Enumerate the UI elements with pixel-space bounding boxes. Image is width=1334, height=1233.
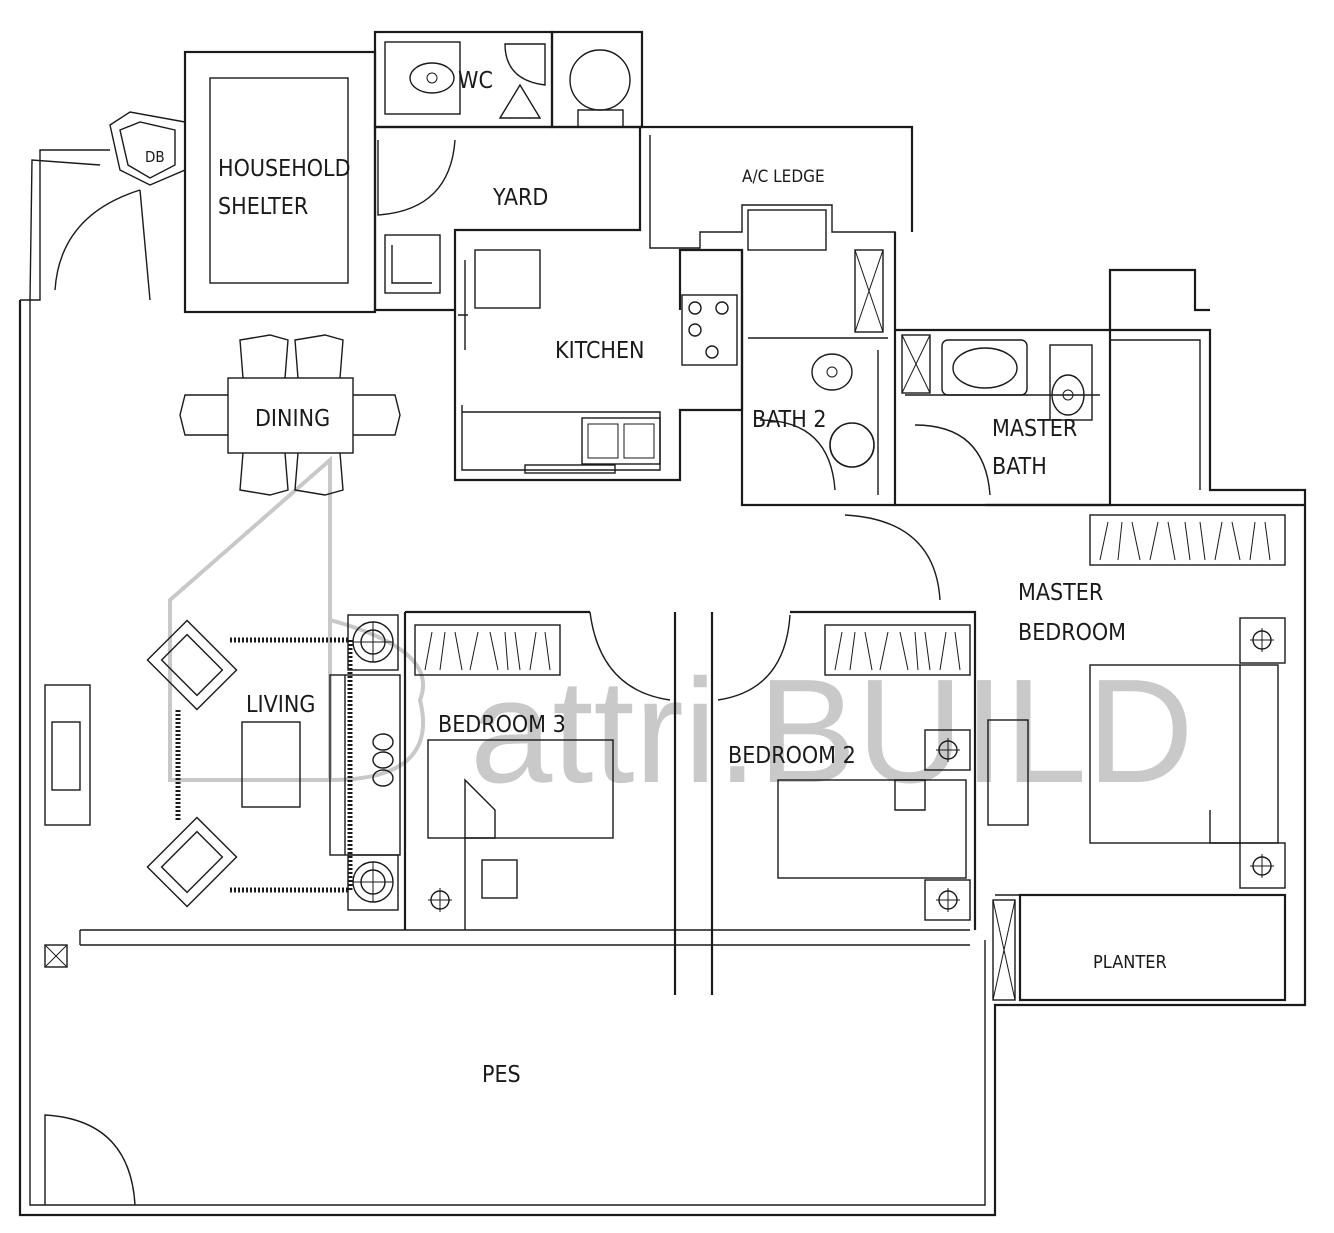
bedroom3-bed-icon: [427, 739, 614, 839]
living-set: [146, 614, 401, 911]
ac-ledge-walls: [640, 125, 914, 232]
master-bath-fixtures: [941, 339, 1093, 421]
room-labels: DB HOUSEHOLD SHELTER WC YARD A/C LEDGE K…: [145, 68, 1167, 1088]
label-ac-ledge: A/C LEDGE: [742, 167, 825, 187]
watermark-text: attri.BUILD: [470, 649, 1194, 814]
planter-walls: [1018, 893, 1287, 1002]
master-bathtub-icon: [941, 339, 1028, 396]
label-bath2: BATH 2: [752, 407, 827, 433]
master-bath-door: [914, 424, 991, 496]
bedroom3-wardrobe-icon: [414, 624, 561, 676]
dining-set: [179, 334, 401, 496]
bedroom-partition: [673, 612, 714, 995]
bath2-door: [759, 419, 836, 491]
label-household-shelter-2: SHELTER: [218, 194, 308, 220]
master-bedroom-door: [844, 514, 941, 601]
bath2-toilet-icon: [811, 353, 853, 391]
armchair-icon: [146, 816, 238, 908]
wc-shower-icon: [498, 83, 542, 119]
bedroom3-socket-icon: [428, 888, 452, 912]
sofa-icon: [329, 674, 401, 856]
pes-door-swing: [44, 1114, 136, 1206]
wc-toilet-icon: [409, 62, 455, 94]
living-side-console: [44, 684, 91, 826]
yard-washing-machine-icon: [384, 234, 441, 294]
label-yard: YARD: [492, 185, 548, 211]
dining-chair-icon: [294, 334, 344, 379]
coffee-table-icon: [241, 721, 301, 808]
exterior-walls: [18, 30, 1307, 1217]
watermark: attri.BUILD: [168, 455, 1194, 814]
ac-ledge-fixtures: [747, 209, 931, 394]
master-bath-shaft: [901, 334, 931, 394]
shelter-yard-door: [377, 139, 456, 216]
bedroom3-furniture: [414, 624, 614, 930]
bedroom3-desk-chair-icon: [481, 859, 518, 899]
fridge-icon: [474, 249, 541, 309]
bath2-shaft: [854, 249, 884, 333]
entrance-door-swing: [54, 189, 141, 291]
label-planter: PLANTER: [1093, 952, 1167, 973]
label-pes: PES: [482, 1062, 521, 1088]
armchair-icon: [146, 619, 238, 711]
bedroom2-desk-icon: [987, 719, 1029, 826]
bedroom2-wardrobe-icon: [824, 624, 971, 676]
label-master-bedroom-1: MASTER: [1018, 580, 1103, 606]
front-glazing: [80, 929, 970, 946]
kitchen-fixtures: [458, 249, 738, 474]
master-wardrobe-icon: [1089, 514, 1286, 566]
stove-icon: [681, 294, 738, 366]
dining-chair-icon: [353, 394, 401, 436]
bedroom3-door: [589, 611, 671, 701]
dining-table-icon: [227, 377, 354, 454]
living-rug: [175, 637, 353, 893]
wc-fixtures: [384, 41, 631, 128]
watermark-house-icon: [168, 455, 332, 782]
side-table-lamp-icon: [347, 614, 399, 671]
label-db: DB: [145, 148, 165, 166]
label-master-bath-2: BATH: [992, 454, 1047, 480]
bath2-shower-icon: [829, 422, 875, 468]
yard-fixtures: [384, 234, 441, 294]
label-dining: DINING: [255, 406, 330, 432]
watermark-d-shape: [329, 618, 426, 782]
kitchen-sink-icon: [581, 417, 661, 465]
doors: [377, 139, 991, 701]
bedroom2-bed-icon: [777, 779, 967, 879]
label-bedroom3: BEDROOM 3: [438, 712, 566, 738]
label-wc: WC: [458, 68, 493, 94]
master-bed-icon: [1089, 664, 1279, 844]
label-master-bedroom-2: BEDROOM: [1018, 620, 1126, 646]
planter-shaft: [992, 899, 1016, 1001]
label-household-shelter-1: HOUSEHOLD: [218, 156, 351, 182]
master-socket-icon: [1239, 842, 1286, 889]
label-bedroom2: BEDROOM 2: [728, 743, 856, 769]
master-toilet-icon: [1049, 344, 1093, 421]
master-socket-icon: [1239, 617, 1286, 664]
master-bedroom-furniture: [1089, 514, 1286, 889]
bath2-fixtures: [811, 350, 879, 495]
water-heater-icon: [569, 49, 631, 111]
bedroom2-furniture: [777, 624, 1029, 921]
dining-chair-icon: [179, 394, 228, 436]
label-living: LIVING: [246, 692, 315, 718]
wc-basin-icon: [504, 43, 546, 86]
household-shelter-walls: [183, 50, 377, 314]
dining-chair-icon: [239, 452, 289, 496]
dining-chair-icon: [239, 334, 289, 379]
bedroom2-door: [717, 614, 791, 701]
side-table-lamp-icon: [347, 854, 399, 911]
label-master-bath-1: MASTER: [992, 416, 1077, 442]
dining-chair-icon: [294, 452, 344, 496]
bath2-walls: [740, 232, 897, 507]
label-kitchen: KITCHEN: [555, 338, 645, 364]
